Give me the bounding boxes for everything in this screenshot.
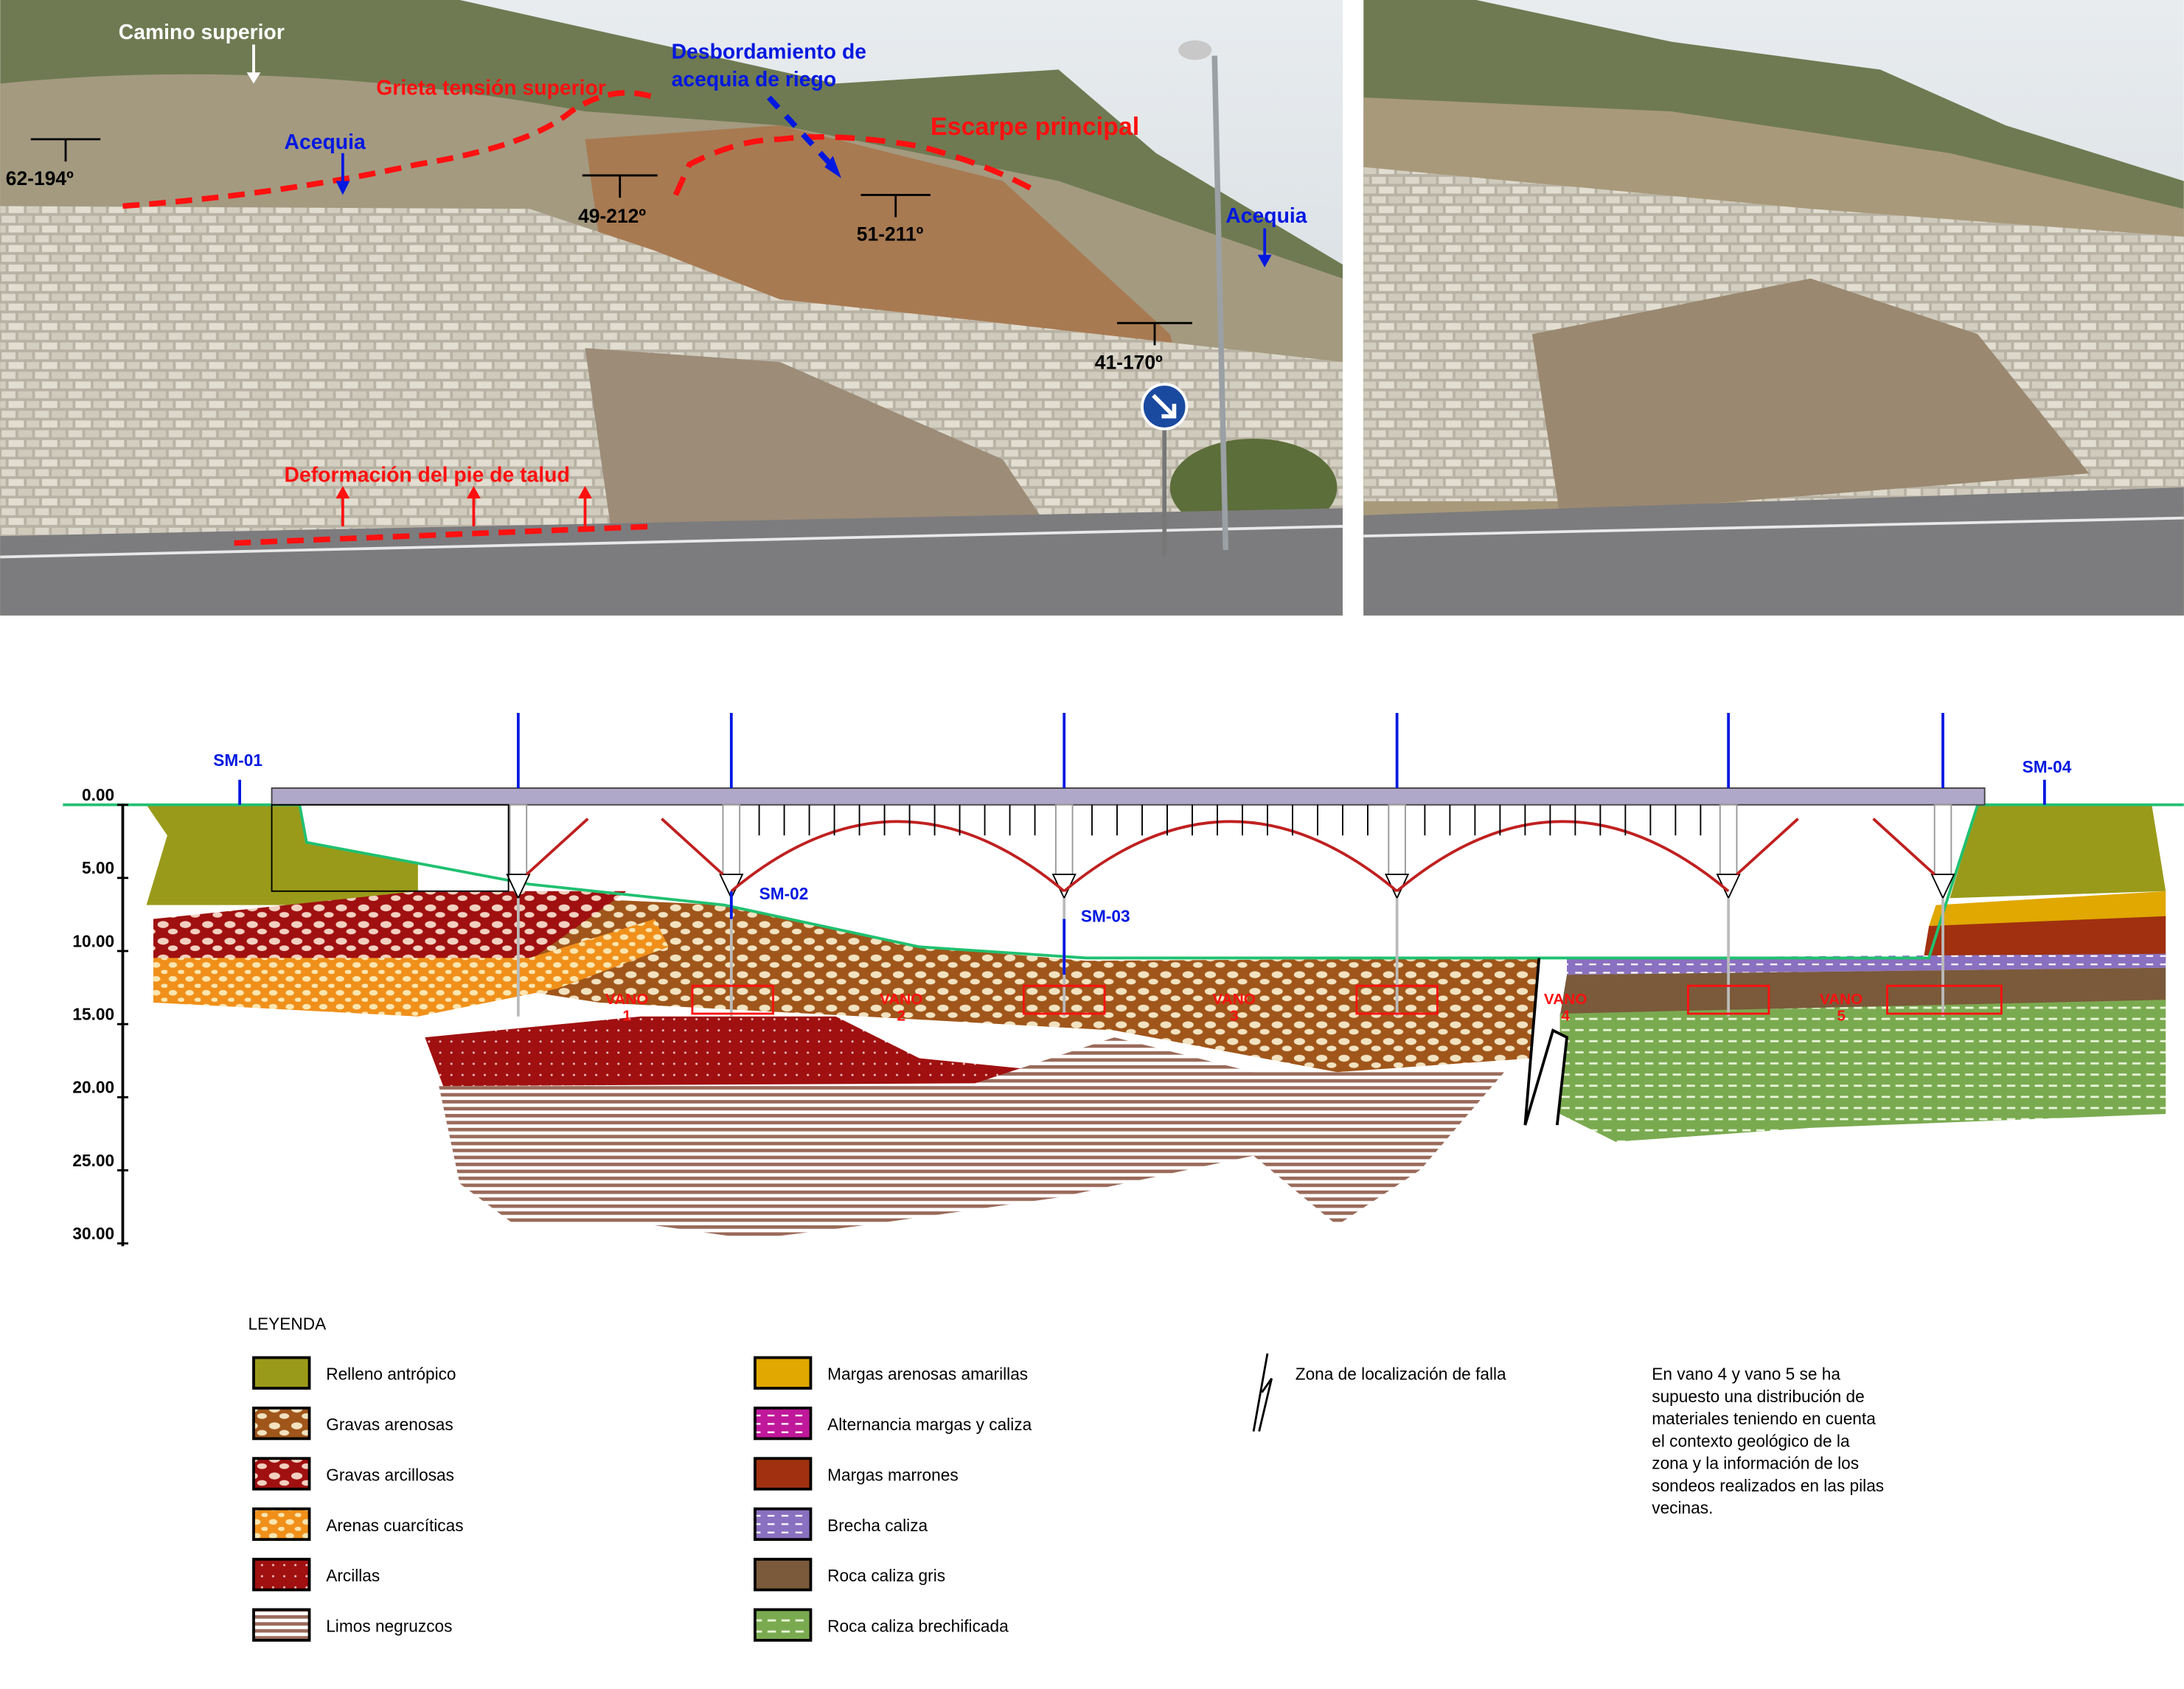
legend-label: Arcillas bbox=[326, 1566, 380, 1585]
span-number: 4 bbox=[1561, 1007, 1570, 1024]
bridge-pier bbox=[1933, 804, 1952, 876]
label-desbordamiento-2: acequia de riego bbox=[672, 68, 837, 91]
abutment bbox=[271, 804, 510, 892]
layer-gravas-arcillosas bbox=[153, 891, 627, 961]
legend-swatch bbox=[754, 1558, 813, 1592]
layer-arcillas bbox=[425, 1016, 1059, 1093]
label-dip-2: 49-212º bbox=[578, 205, 646, 227]
borehole-sm04: SM-04 bbox=[2023, 757, 2072, 776]
legend-note-line: supuesto una distribución de bbox=[1652, 1387, 1864, 1406]
legend-swatch bbox=[252, 1457, 311, 1491]
bridge-pier bbox=[1719, 804, 1738, 876]
label-escarpe-principal: Escarpe principal bbox=[931, 113, 1139, 141]
legend-note-line: zona y la información de los bbox=[1652, 1454, 1859, 1473]
depth-tick-label: 10.00 bbox=[72, 931, 114, 950]
layer-relleno-right bbox=[1950, 804, 2166, 899]
bridge-arch bbox=[1396, 820, 1730, 893]
label-acequia-right: Acequia bbox=[1225, 204, 1307, 228]
fault-legend-icon bbox=[1252, 1353, 1273, 1432]
label-desbordamiento: Desbordamiento de bbox=[672, 40, 866, 63]
legend-label: Roca caliza brechificada bbox=[827, 1617, 1009, 1636]
legend-note-line: vecinas. bbox=[1652, 1498, 1713, 1517]
bridge-pier bbox=[722, 804, 741, 876]
layer-limos-negruzcos bbox=[439, 1037, 1505, 1239]
legend-label: Gravas arenosas bbox=[326, 1415, 453, 1434]
bridge-arch bbox=[1063, 820, 1398, 893]
depth-tick-label: 15.00 bbox=[72, 1004, 114, 1023]
legend-swatch bbox=[754, 1356, 813, 1390]
depth-tick-label: 25.00 bbox=[72, 1151, 114, 1170]
legend-label: Limos negruzcos bbox=[326, 1617, 452, 1636]
legend-swatch bbox=[252, 1608, 311, 1642]
label-deformacion-pie: Deformación del pie de talud bbox=[285, 463, 570, 487]
layer-arenas-cuarciticas bbox=[153, 919, 669, 1017]
legend-label: Margas arenosas amarillas bbox=[827, 1365, 1028, 1384]
legend-swatch bbox=[252, 1356, 311, 1390]
borehole-sm01: SM-01 bbox=[213, 751, 262, 770]
span-number: 2 bbox=[897, 1007, 905, 1024]
legend-label: Gravas arcillosas bbox=[326, 1465, 454, 1484]
depth-tick-label: 5.00 bbox=[82, 858, 114, 877]
legend-label: Relleno antrópico bbox=[326, 1365, 456, 1384]
depth-tick-label: 0.00 bbox=[82, 785, 114, 804]
legend-swatch bbox=[252, 1406, 311, 1441]
legend-note-line: sondeos realizados en las pilas bbox=[1652, 1476, 1884, 1495]
borehole-sm02: SM-02 bbox=[759, 884, 809, 903]
legend-label: Margas marrones bbox=[827, 1465, 959, 1484]
legend-note-line: En vano 4 y vano 5 se ha bbox=[1652, 1365, 1840, 1384]
layer-relleno-left bbox=[146, 804, 418, 905]
layer-gravas-arenosas bbox=[417, 891, 1540, 1073]
label-dip-3: 51-211º bbox=[857, 223, 924, 245]
bridge-deck bbox=[271, 787, 1986, 806]
legend-label: Alternancia margas y caliza bbox=[827, 1415, 1032, 1434]
legend-swatch bbox=[754, 1457, 813, 1491]
bridge-strut bbox=[1736, 818, 1936, 876]
layer-margas-amarillas bbox=[1929, 891, 2166, 926]
legend-note-line: materiales teniendo en cuenta bbox=[1652, 1409, 1876, 1428]
span-label: VANO bbox=[605, 991, 648, 1008]
legend-note-line: el contexto geológico de la bbox=[1652, 1431, 1850, 1450]
depth-tick-label: 30.00 bbox=[72, 1224, 114, 1243]
span-label: VANO bbox=[880, 991, 922, 1008]
layer-roca-brechificada bbox=[1559, 1000, 2166, 1142]
legend-swatch bbox=[252, 1558, 311, 1592]
span-label: VANO bbox=[1544, 991, 1587, 1008]
span-number: 1 bbox=[622, 1007, 631, 1024]
span-number: 3 bbox=[1230, 1007, 1239, 1024]
photo-landslide-annotated: Camino superior Grieta tensión superior … bbox=[0, 0, 1343, 616]
bridge-pier bbox=[1388, 804, 1406, 876]
legend-label: Brecha caliza bbox=[827, 1516, 928, 1535]
depth-tick-label: 20.00 bbox=[72, 1078, 114, 1097]
bridge-arch bbox=[730, 820, 1065, 893]
fault-icon bbox=[1523, 958, 1569, 1126]
label-acequia-left: Acequia bbox=[285, 130, 366, 154]
photo-landslide-closeup bbox=[1363, 0, 2184, 616]
label-dip-1: 62-194º bbox=[6, 167, 74, 189]
span-label: VANO bbox=[1212, 991, 1255, 1008]
legend-swatch bbox=[252, 1507, 311, 1542]
legend-swatch bbox=[754, 1406, 813, 1441]
fault-legend-label: Zona de localización de falla bbox=[1296, 1365, 1506, 1384]
label-grieta-tension: Grieta tensión superior bbox=[376, 76, 606, 100]
bridge-pier bbox=[1054, 804, 1074, 876]
bridge-strut bbox=[525, 818, 724, 876]
legend-swatch bbox=[754, 1608, 813, 1642]
legend-title: LEYENDA bbox=[248, 1314, 327, 1334]
label-camino-superior: Camino superior bbox=[119, 21, 285, 44]
pier-footing bbox=[1930, 874, 1955, 900]
label-dip-4: 41-170º bbox=[1095, 352, 1163, 374]
bridge-pier bbox=[509, 804, 528, 876]
borehole-sm03: SM-03 bbox=[1081, 906, 1130, 925]
legend-label: Roca caliza gris bbox=[827, 1566, 945, 1585]
pier-footing bbox=[506, 874, 531, 900]
legend-label: Arenas cuarcíticas bbox=[326, 1516, 463, 1535]
span-number: 5 bbox=[1837, 1007, 1846, 1024]
legend-swatch bbox=[754, 1507, 813, 1542]
span-label: VANO bbox=[1820, 991, 1863, 1008]
